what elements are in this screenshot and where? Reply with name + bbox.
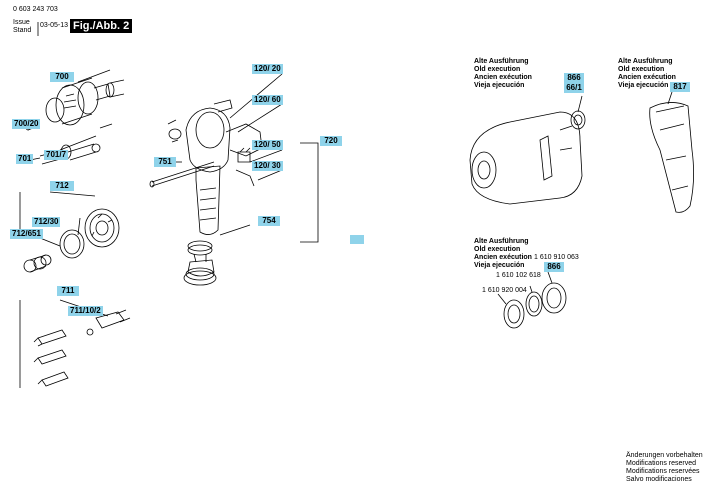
part-number-1: 1 610 910 063 (534, 254, 579, 261)
callout-711: 711 (57, 286, 79, 296)
note-line-es: Vieja ejecución (474, 262, 525, 269)
note-line-es: Vieja ejecución (474, 82, 525, 89)
callout-120-60: 120/ 60 (252, 95, 283, 105)
note-line-fr: Ancien exécution (618, 74, 676, 81)
handle-shell-drawing (650, 92, 694, 212)
adapter-rings-drawing (20, 192, 119, 272)
callout-711-10-2: 711/10/2 (68, 306, 103, 316)
notice-line-fr: Modifications reservées (626, 468, 700, 475)
note-line-en: Old execution (474, 66, 521, 73)
callout-701: 701 (16, 154, 34, 164)
document-number: 0 603 243 703 (13, 6, 58, 13)
notice-line-en: Modifications reserved (626, 460, 697, 467)
old-execution-note-bearing: Alte Ausführung Old execution Ancien exé… (474, 238, 532, 270)
callout-66-1: 66/1 (564, 83, 584, 93)
callout-866-bottom: 866 (544, 262, 564, 272)
note-line-fr: Ancien exécution (474, 254, 532, 261)
callout-120-30: 120/ 30 (252, 161, 283, 171)
note-line-de: Alte Ausführung (474, 58, 529, 65)
note-line-de: Alte Ausführung (618, 58, 673, 65)
callout-701-7: 701/7 (44, 150, 69, 160)
notice-line-es: Salvo modificaciones (626, 476, 692, 483)
chuck-assembly-drawing (26, 70, 124, 164)
part-number-2: 1 610 102 618 (496, 272, 541, 279)
callout-817: 817 (670, 82, 690, 92)
note-line-de: Alte Ausführung (474, 238, 529, 245)
issue-date: 03-05-13 (40, 22, 69, 29)
callout-712: 712 (50, 181, 74, 191)
note-line-en: Old execution (618, 66, 665, 73)
callout-712-651: 712/651 (10, 229, 43, 239)
modifications-notice: Änderungen vorbehalten Modifications res… (626, 452, 703, 484)
callout-120-50: 120/ 50 (252, 140, 283, 150)
empty-callout (350, 235, 364, 244)
motor-housing-drawing (470, 96, 585, 204)
stand-label: Stand (13, 27, 32, 34)
callout-866-top: 866 (564, 73, 584, 83)
callout-720: 720 (320, 136, 342, 146)
housing-handle-drawing (150, 74, 318, 285)
old-execution-note-handle: Alte Ausführung Old execution Ancien exé… (618, 58, 676, 90)
part-number-3: 1 610 920 004 (482, 287, 527, 294)
note-line-es: Vieja ejecución (618, 82, 669, 89)
bit-holder-drawing (20, 300, 130, 388)
callout-751: 751 (154, 157, 176, 167)
notice-line-de: Änderungen vorbehalten (626, 452, 703, 459)
issue-label: Issue (13, 19, 30, 26)
note-line-en: Old execution (474, 246, 521, 253)
callout-712-30: 712/30 (32, 217, 61, 227)
old-execution-note-housing: Alte Ausführung Old execution Ancien exé… (474, 58, 532, 90)
callout-754: 754 (258, 216, 280, 226)
figure-label: Fig./Abb. 2 (70, 19, 133, 33)
bearing-rings-drawing (498, 272, 566, 328)
note-line-fr: Ancien exécution (474, 74, 532, 81)
callout-120-20: 120/ 20 (252, 64, 283, 74)
callout-700-20: 700/20 (12, 119, 41, 129)
callout-700: 700 (50, 72, 74, 82)
